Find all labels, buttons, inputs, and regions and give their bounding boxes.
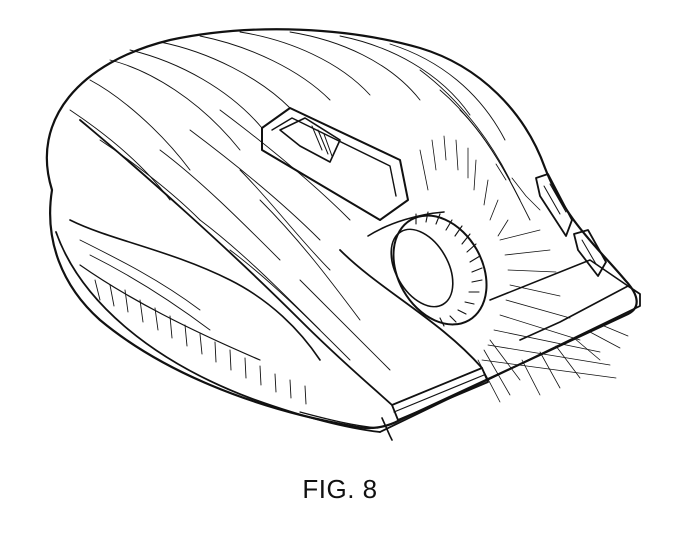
figure-caption: FIG. 8: [0, 474, 680, 505]
scroll-wheel-knurl: [416, 212, 482, 326]
recess-button-ridges: [312, 126, 332, 156]
left-button-front: [392, 368, 488, 420]
side-button-upper: [536, 174, 572, 236]
button-split-ridge: [80, 120, 392, 405]
base-plate-front: [382, 418, 392, 440]
right-button-edge: [340, 250, 482, 368]
thumb-rest-lower: [80, 265, 260, 360]
mouse-patent-drawing: [0, 0, 680, 460]
right-lower-edge: [490, 260, 628, 340]
base-plate-rim: [56, 232, 380, 432]
thumb-rest-outline: [70, 220, 320, 360]
scroll-wheel-inner: [378, 219, 465, 318]
thumb-rest-shading: [80, 240, 306, 404]
mouse-body-outline: [47, 29, 637, 428]
left-button-front-inner: [394, 375, 484, 412]
recess-button: [280, 118, 340, 162]
